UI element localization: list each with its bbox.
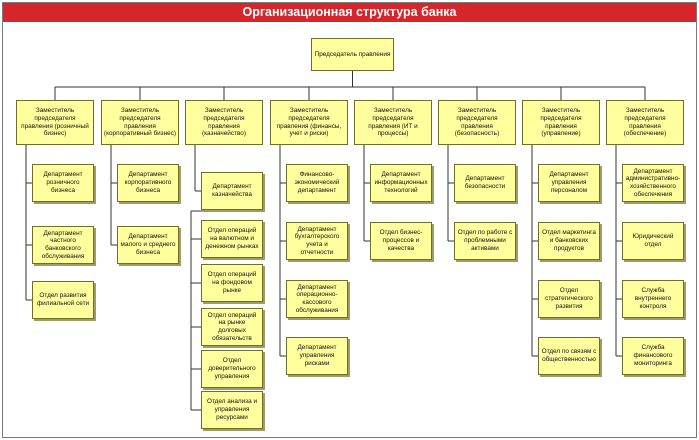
subunit-box-3[interactable]: Отдел операций на рынке долговых обязате… xyxy=(201,308,263,346)
unit-box-5-1[interactable]: Департамент информационных технологий xyxy=(370,164,432,202)
deputy-box-3-label: Заместитель председателя правления (казн… xyxy=(201,107,246,138)
unit-box-2-1[interactable]: Департамент корпоративного бизнеса xyxy=(117,164,179,202)
unit-box-4-4-label: Департамент управления рисками xyxy=(297,344,337,367)
deputy-box-4[interactable]: Заместитель председателя правления (фина… xyxy=(270,100,348,145)
deputy-box-8-label: Заместитель председателя правления (обес… xyxy=(623,107,667,138)
unit-box-4-4[interactable]: Департамент управления рисками xyxy=(286,337,348,375)
deputy-box-1-label: Заместитель председателя правления (розн… xyxy=(21,107,89,138)
deputy-box-2[interactable]: Заместитель председателя правления (корп… xyxy=(101,100,179,145)
deputy-box-7-label: Заместитель председателя правления (упра… xyxy=(540,107,582,138)
deputy-box-5-label: Заместитель председателя правления (ИТ и… xyxy=(368,107,418,138)
unit-box-8-4-label: Служба финансового мониторинга xyxy=(633,344,673,367)
unit-box-1-3[interactable]: Отдел развития филиальной сети xyxy=(32,281,94,319)
unit-box-8-1-label: Департамент административно-хозяйственно… xyxy=(625,167,681,198)
unit-box-7-2-label: Отдел маркетинга и банковских продуктов xyxy=(542,229,596,252)
unit-box-7-4[interactable]: Отдел по связям с общественностью xyxy=(538,337,600,375)
unit-box-8-1[interactable]: Департамент административно-хозяйственно… xyxy=(622,164,684,202)
unit-box-7-3-label: Отдел стратегического развития xyxy=(545,287,593,310)
unit-box-1-2[interactable]: Департамент частного банковского обслужи… xyxy=(32,226,94,264)
page-title: Организационная структура банка xyxy=(3,3,696,22)
unit-box-3-1[interactable]: Департамент казначейства xyxy=(201,172,263,210)
chairman-box-label: Председатель правления xyxy=(314,50,391,58)
unit-box-3-1-label: Департамент казначейства xyxy=(212,183,252,198)
unit-box-4-1-label: Финансово-экономический департамент xyxy=(294,171,340,194)
unit-box-4-2[interactable]: Департамент бухгалтерского учета и отчет… xyxy=(286,222,348,260)
unit-box-6-1-label: Департамент безопасности xyxy=(464,175,506,190)
unit-box-8-3-label: Служба внутреннего контроля xyxy=(634,287,672,310)
unit-box-1-1[interactable]: Департамент розничного бизнеса xyxy=(32,164,94,202)
unit-box-7-2[interactable]: Отдел маркетинга и банковских продуктов xyxy=(538,222,600,260)
unit-box-4-2-label: Департамент бухгалтерского учета и отчет… xyxy=(294,225,340,256)
subunit-box-1-label: Отдел операций на валютном и денежном ры… xyxy=(205,227,259,250)
subunit-box-2-label: Отдел операций на фондовом рынке xyxy=(207,271,257,294)
deputy-box-6-label: Заместитель председателя правления (безо… xyxy=(454,107,500,138)
subunit-box-2[interactable]: Отдел операций на фондовом рынке xyxy=(201,264,263,302)
unit-box-8-2-label: Юридический отдел xyxy=(632,233,674,248)
deputy-box-4-label: Заместитель председателя правления (фина… xyxy=(276,107,342,138)
unit-box-2-2-label: Департамент малого и среднего бизнеса xyxy=(120,233,176,256)
unit-box-6-2-label: Отдел по работе с проблемными активами xyxy=(457,229,513,252)
unit-box-7-3[interactable]: Отдел стратегического развития xyxy=(538,280,600,318)
deputy-box-6[interactable]: Заместитель председателя правления (безо… xyxy=(438,100,516,145)
subunit-box-5-label: Отдел анализа и управления ресурсами xyxy=(206,398,258,421)
unit-box-5-1-label: Департамент информационных технологий xyxy=(374,171,428,194)
chairman-box[interactable]: Председатель правления xyxy=(311,38,394,71)
subunit-box-1[interactable]: Отдел операций на валютном и денежном ры… xyxy=(201,220,263,258)
unit-box-8-2[interactable]: Юридический отдел xyxy=(622,222,684,260)
unit-box-2-2[interactable]: Департамент малого и среднего бизнеса xyxy=(117,226,179,264)
subunit-box-5[interactable]: Отдел анализа и управления ресурсами xyxy=(201,391,263,429)
unit-box-6-1[interactable]: Департамент безопасности xyxy=(454,164,516,202)
unit-box-8-3[interactable]: Служба внутреннего контроля xyxy=(622,280,684,318)
unit-box-5-2-label: Отдел бизнес-процессов и качества xyxy=(379,229,423,252)
unit-box-7-1-label: Департамент управления персоналом xyxy=(549,171,589,194)
deputy-box-1[interactable]: Заместитель председателя правления (розн… xyxy=(16,100,94,145)
unit-box-8-4[interactable]: Служба финансового мониторинга xyxy=(622,337,684,375)
deputy-box-2-label: Заместитель председателя правления (корп… xyxy=(104,107,177,138)
unit-box-4-3[interactable]: Департамент операционно-кассового обслуж… xyxy=(286,280,348,318)
deputy-box-3[interactable]: Заместитель председателя правления (казн… xyxy=(185,100,263,145)
subunit-box-4-label: Отдел доверительного управления xyxy=(208,357,256,380)
unit-box-4-1[interactable]: Финансово-экономический департамент xyxy=(286,164,348,202)
deputy-box-5[interactable]: Заместитель председателя правления (ИТ и… xyxy=(354,100,432,145)
unit-box-7-4-label: Отдел по связям с общественностью xyxy=(541,348,597,363)
deputy-box-7[interactable]: Заместитель председателя правления (упра… xyxy=(522,100,600,145)
deputy-box-8[interactable]: Заместитель председателя правления (обес… xyxy=(606,100,684,145)
unit-box-1-2-label: Департамент частного банковского обслужи… xyxy=(41,229,85,260)
unit-box-5-2[interactable]: Отдел бизнес-процессов и качества xyxy=(370,222,432,260)
unit-box-2-1-label: Департамент корпоративного бизнеса xyxy=(124,171,172,194)
unit-box-6-2[interactable]: Отдел по работе с проблемными активами xyxy=(454,222,516,260)
unit-box-1-1-label: Департамент розничного бизнеса xyxy=(43,171,83,194)
unit-box-1-3-label: Отдел развития филиальной сети xyxy=(36,292,90,307)
unit-box-4-3-label: Департамент операционно-кассового обслуж… xyxy=(295,283,339,314)
subunit-box-3-label: Отдел операций на рынке долговых обязате… xyxy=(207,311,257,342)
unit-box-7-1[interactable]: Департамент управления персоналом xyxy=(538,164,600,202)
subunit-box-4[interactable]: Отдел доверительного управления xyxy=(201,350,263,388)
